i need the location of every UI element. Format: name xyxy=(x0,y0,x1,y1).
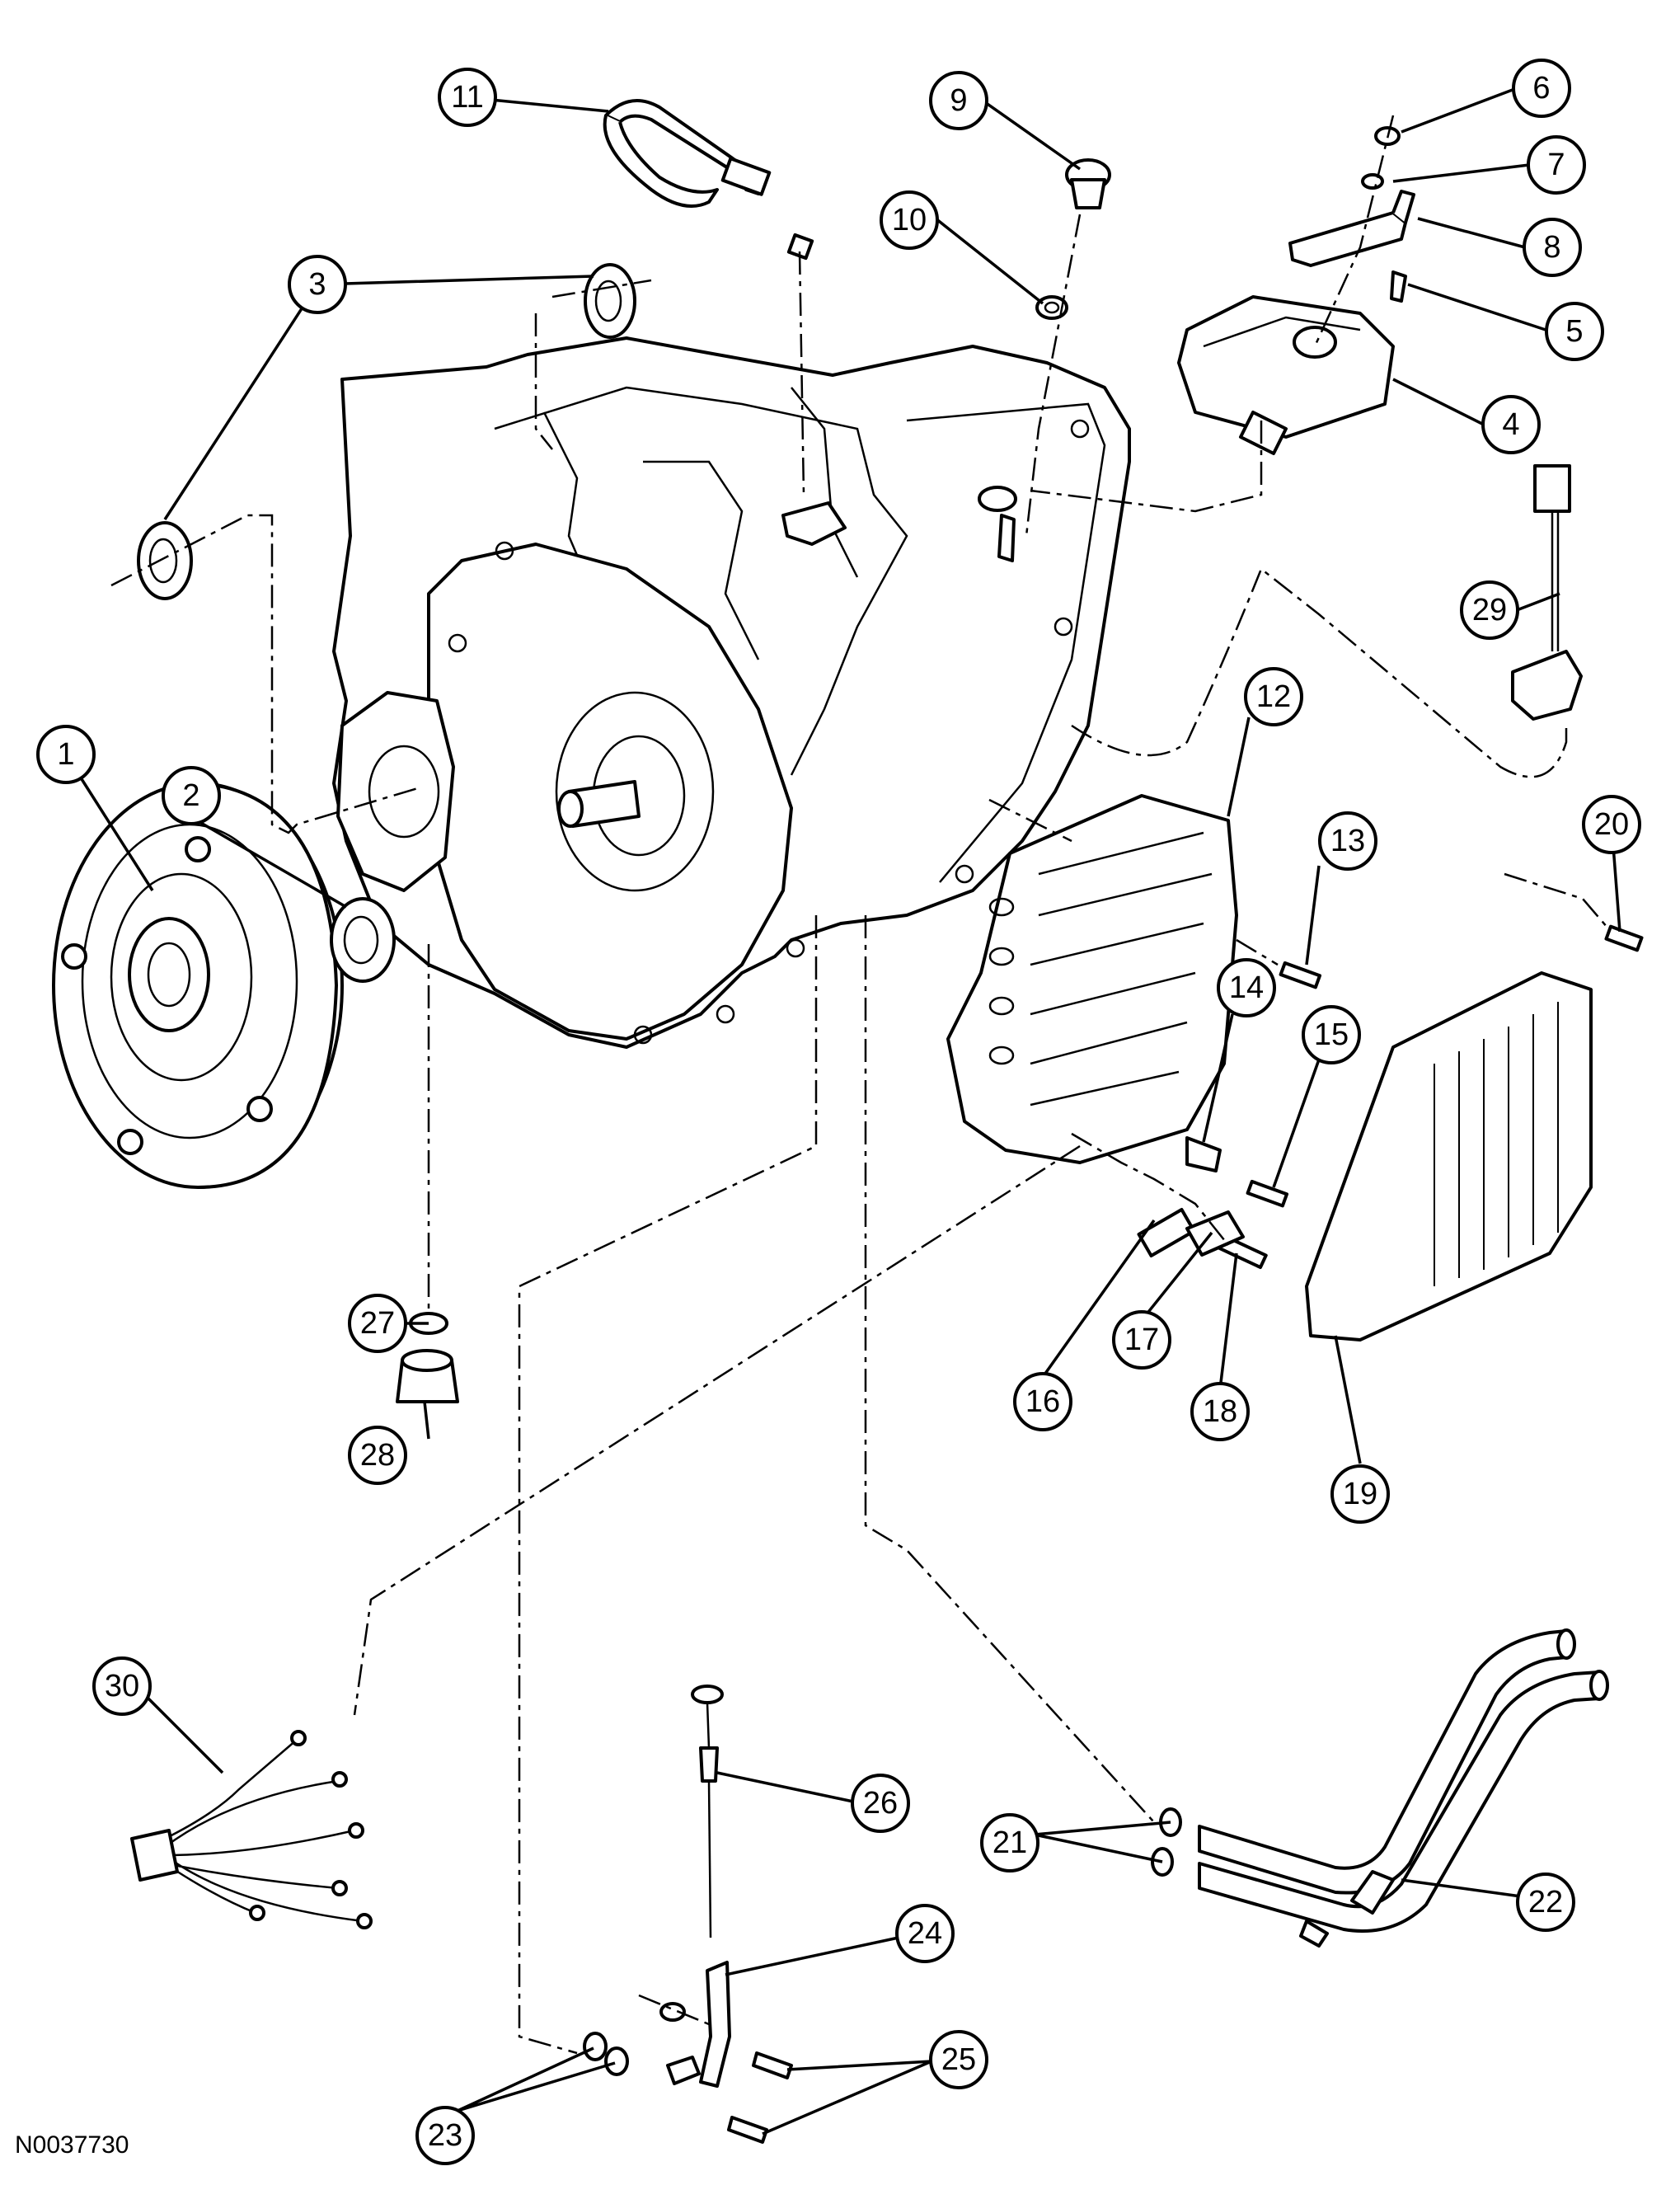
callout-27: 27 xyxy=(348,1294,407,1353)
callout-5: 5 xyxy=(1545,302,1604,361)
callout-29: 29 xyxy=(1460,580,1519,640)
callout-6: 6 xyxy=(1512,59,1571,118)
callout-6-label: 6 xyxy=(1532,71,1550,106)
callout-10-label: 10 xyxy=(892,203,927,237)
callout-28-label: 28 xyxy=(360,1438,395,1473)
callout-3: 3 xyxy=(288,255,347,314)
seal-small xyxy=(330,897,396,983)
callout-4-label: 4 xyxy=(1502,407,1519,442)
callout-29-label: 29 xyxy=(1472,593,1507,627)
callout-7-label: 7 xyxy=(1547,148,1565,182)
valve-body xyxy=(946,794,1238,1164)
transmission-case xyxy=(332,336,1131,1049)
callout-leaders xyxy=(64,87,1621,2136)
manual-lever xyxy=(1288,190,1415,267)
callout-22-label: 22 xyxy=(1528,1885,1563,1920)
dipstick xyxy=(691,1685,724,1938)
washer-small xyxy=(1361,173,1384,190)
clip xyxy=(1185,1136,1222,1172)
callout-9-label: 9 xyxy=(950,83,967,118)
callout-7: 7 xyxy=(1527,135,1586,195)
callout-24: 24 xyxy=(895,1904,955,1963)
torque-converter xyxy=(52,782,344,1189)
drain-plug xyxy=(1065,158,1111,209)
callout-17-label: 17 xyxy=(1124,1323,1159,1357)
seals xyxy=(137,263,636,600)
dipstick-tube xyxy=(659,1961,731,2088)
callout-5-label: 5 xyxy=(1565,314,1583,349)
bolt-15 xyxy=(1246,1179,1289,1208)
callout-13: 13 xyxy=(1318,811,1377,871)
wiring-harness xyxy=(130,1730,373,1929)
callout-25-label: 25 xyxy=(941,2042,976,2077)
bolt-13 xyxy=(1279,961,1322,989)
callout-1-label: 1 xyxy=(57,737,74,772)
callout-12-label: 12 xyxy=(1256,679,1291,714)
plug-28 xyxy=(396,1349,459,1403)
callout-25: 25 xyxy=(929,2030,988,2089)
figure-id-label: N0037730 xyxy=(15,2131,129,2159)
callout-19-label: 19 xyxy=(1343,1477,1377,1511)
callout-20: 20 xyxy=(1582,795,1641,854)
callout-21: 21 xyxy=(980,1813,1039,1873)
callout-30-label: 30 xyxy=(105,1669,139,1703)
callout-11: 11 xyxy=(438,68,497,127)
vent-tube xyxy=(603,99,814,261)
callout-22: 22 xyxy=(1516,1873,1575,1932)
callout-17: 17 xyxy=(1112,1310,1171,1370)
callout-9: 9 xyxy=(929,71,988,130)
callout-14-label: 14 xyxy=(1229,970,1264,1005)
callout-18: 18 xyxy=(1190,1382,1250,1441)
callout-19: 19 xyxy=(1330,1464,1390,1524)
callout-2-label: 2 xyxy=(182,778,199,813)
callout-8: 8 xyxy=(1523,218,1582,277)
callout-24-label: 24 xyxy=(908,1916,942,1951)
alignment-lines xyxy=(110,115,1608,2055)
callout-12: 12 xyxy=(1244,667,1303,726)
range-sensor xyxy=(1177,295,1395,455)
callout-18-label: 18 xyxy=(1203,1394,1237,1429)
o-rings-21 xyxy=(1151,1807,1182,1877)
callout-27-label: 27 xyxy=(360,1306,395,1341)
callout-15-label: 15 xyxy=(1314,1017,1349,1052)
speed-sensor xyxy=(1511,464,1583,721)
cooler-tubes xyxy=(1198,1628,1609,1948)
bolt-20 xyxy=(1604,924,1644,952)
callout-13-label: 13 xyxy=(1330,824,1365,858)
callout-20-label: 20 xyxy=(1594,807,1629,842)
callout-1: 1 xyxy=(36,725,96,784)
callout-16-label: 16 xyxy=(1025,1384,1060,1419)
bolt-5 xyxy=(1390,270,1407,303)
callout-14: 14 xyxy=(1217,958,1276,1017)
valve-body-cover xyxy=(1305,971,1593,1342)
callout-28: 28 xyxy=(348,1426,407,1485)
callout-26: 26 xyxy=(851,1774,910,1833)
callout-3-label: 3 xyxy=(308,267,326,302)
callout-21-label: 21 xyxy=(993,1826,1027,1860)
callout-2: 2 xyxy=(162,766,221,825)
gasket xyxy=(1137,1208,1196,1257)
callout-8-label: 8 xyxy=(1543,230,1560,265)
bolts-25 xyxy=(727,2051,793,2144)
o-rings-23 xyxy=(583,2032,629,2076)
callout-23-label: 23 xyxy=(428,2118,462,2153)
callout-16: 16 xyxy=(1013,1372,1072,1431)
callout-4: 4 xyxy=(1481,395,1541,454)
callout-10: 10 xyxy=(880,190,939,250)
callout-11-label: 11 xyxy=(451,80,483,115)
callout-26-label: 26 xyxy=(863,1786,898,1821)
callout-23: 23 xyxy=(415,2106,475,2165)
callout-30: 30 xyxy=(92,1656,152,1716)
callout-15: 15 xyxy=(1302,1005,1361,1064)
plug-washer xyxy=(1035,295,1068,320)
